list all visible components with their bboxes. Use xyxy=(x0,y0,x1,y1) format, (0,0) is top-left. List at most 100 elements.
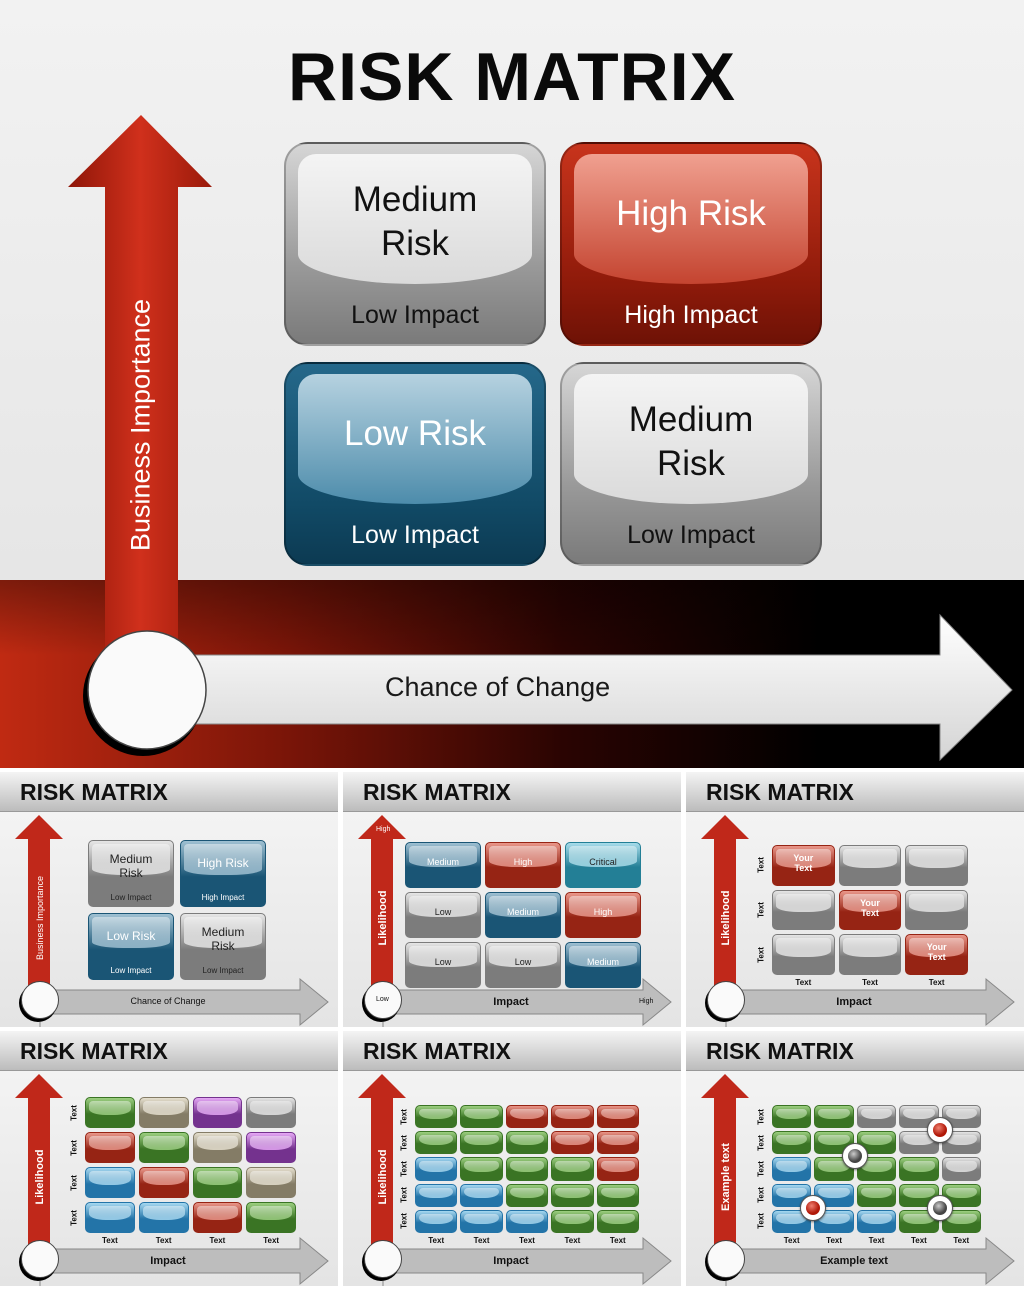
matrix-cell[interactable]: Medium xyxy=(485,892,561,938)
matrix-cell[interactable]: High xyxy=(565,892,641,938)
matrix-cell[interactable] xyxy=(814,1105,854,1129)
matrix-cell[interactable] xyxy=(246,1132,296,1163)
matrix-cell[interactable] xyxy=(856,1105,897,1129)
matrix-cell[interactable] xyxy=(505,1105,549,1129)
matrix-cell[interactable] xyxy=(814,1209,854,1233)
matrix-cell[interactable] xyxy=(192,1202,243,1233)
matrix-cell[interactable] xyxy=(415,1209,458,1233)
matrix-cell[interactable] xyxy=(415,1105,458,1129)
matrix-cell[interactable] xyxy=(246,1097,296,1128)
matrix-cell[interactable] xyxy=(460,1131,503,1155)
matrix-cell[interactable] xyxy=(85,1167,135,1198)
thumbnail-title: RISK MATRIX xyxy=(20,779,168,805)
matrix-cell[interactable] xyxy=(138,1167,189,1198)
matrix-cell[interactable] xyxy=(246,1202,296,1233)
matrix-cell[interactable] xyxy=(505,1209,549,1233)
matrix-cell[interactable] xyxy=(505,1131,549,1155)
matrix-cell[interactable]: Medium xyxy=(565,942,641,988)
matrix-cell[interactable]: Your Text xyxy=(905,934,968,975)
matrix-cell[interactable] xyxy=(551,1105,594,1129)
matrix-cell[interactable] xyxy=(596,1209,639,1233)
matrix-cell[interactable] xyxy=(460,1209,503,1233)
matrix-cell[interactable]: High xyxy=(485,842,561,888)
thumbnail-axes xyxy=(15,815,329,1027)
gloss xyxy=(903,1213,935,1224)
matrix-cell[interactable]: Your Text xyxy=(772,845,835,886)
matrix-cell[interactable]: Your Text xyxy=(838,889,902,931)
matrix-cell[interactable] xyxy=(415,1183,458,1207)
matrix-cell[interactable] xyxy=(415,1131,458,1155)
risk-marker-gray[interactable] xyxy=(842,1142,869,1169)
matrix-cell[interactable]: Low xyxy=(485,942,561,988)
y-axis-label: Likelihood xyxy=(377,1149,389,1205)
matrix-cell[interactable] xyxy=(460,1183,503,1207)
matrix-cell[interactable] xyxy=(85,1097,135,1128)
matrix-cell[interactable] xyxy=(505,1183,549,1207)
matrix-cell[interactable]: Medium xyxy=(405,842,481,888)
matrix-cell[interactable] xyxy=(246,1167,296,1198)
matrix-cell[interactable] xyxy=(856,1209,897,1233)
matrix-cell[interactable] xyxy=(551,1209,594,1233)
matrix-cell[interactable] xyxy=(551,1157,594,1181)
risk-marker-red[interactable] xyxy=(927,1116,954,1143)
matrix-cell[interactable] xyxy=(941,1157,981,1181)
matrix-cell[interactable] xyxy=(596,1131,639,1155)
matrix-cell[interactable] xyxy=(941,1209,981,1233)
matrix-cell[interactable] xyxy=(596,1157,639,1181)
matrix-cell[interactable] xyxy=(505,1157,549,1181)
matrix-cell[interactable] xyxy=(838,934,902,975)
matrix-cell[interactable] xyxy=(85,1202,135,1233)
matrix-cell[interactable] xyxy=(772,1105,812,1129)
origin-circle xyxy=(87,630,207,750)
matrix-cell[interactable] xyxy=(905,889,968,931)
matrix-cell[interactable] xyxy=(138,1097,189,1128)
matrix-cell[interactable] xyxy=(192,1097,243,1128)
row-label: Text xyxy=(399,1187,409,1204)
matrix-cell[interactable] xyxy=(460,1105,503,1129)
risk-marker-gray[interactable] xyxy=(927,1195,954,1222)
matrix-cell[interactable] xyxy=(772,1157,812,1181)
matrix-cell[interactable] xyxy=(192,1167,243,1198)
matrix-cell[interactable] xyxy=(551,1131,594,1155)
matrix-cell[interactable] xyxy=(905,845,968,886)
matrix-cell[interactable] xyxy=(856,1157,897,1181)
matrix-cell[interactable] xyxy=(596,1105,639,1129)
gloss xyxy=(89,1206,131,1220)
gloss xyxy=(569,946,637,968)
matrix-cell[interactable] xyxy=(772,889,835,931)
matrix-cell[interactable] xyxy=(772,1131,812,1155)
matrix-cell[interactable] xyxy=(596,1183,639,1207)
risk-marker-red[interactable] xyxy=(799,1195,826,1222)
matrix-cell[interactable] xyxy=(192,1132,243,1163)
matrix-cell[interactable] xyxy=(138,1202,189,1233)
matrix-cell[interactable] xyxy=(460,1157,503,1181)
cell-label: Low Risk xyxy=(106,929,156,943)
matrix-cell[interactable] xyxy=(899,1157,939,1181)
matrix-cell[interactable] xyxy=(138,1132,189,1163)
matrix-cell[interactable] xyxy=(551,1183,594,1207)
matrix-cell[interactable] xyxy=(415,1157,458,1181)
matrix-cell[interactable] xyxy=(941,1131,981,1155)
matrix-cell[interactable]: Low xyxy=(405,942,481,988)
matrix-cell[interactable] xyxy=(856,1183,897,1207)
y-axis-arrow xyxy=(358,1074,406,1259)
matrix-cell[interactable] xyxy=(838,845,902,886)
matrix-cell[interactable]: Low xyxy=(405,892,481,938)
matrix-cell[interactable] xyxy=(772,934,835,975)
matrix-cell[interactable]: Critical xyxy=(565,842,641,888)
origin-circle xyxy=(21,981,59,1019)
x-axis-label: Chance of Change xyxy=(385,672,611,702)
gloss xyxy=(860,1135,893,1146)
gloss xyxy=(600,1187,635,1198)
matrix-cell[interactable] xyxy=(85,1132,135,1163)
